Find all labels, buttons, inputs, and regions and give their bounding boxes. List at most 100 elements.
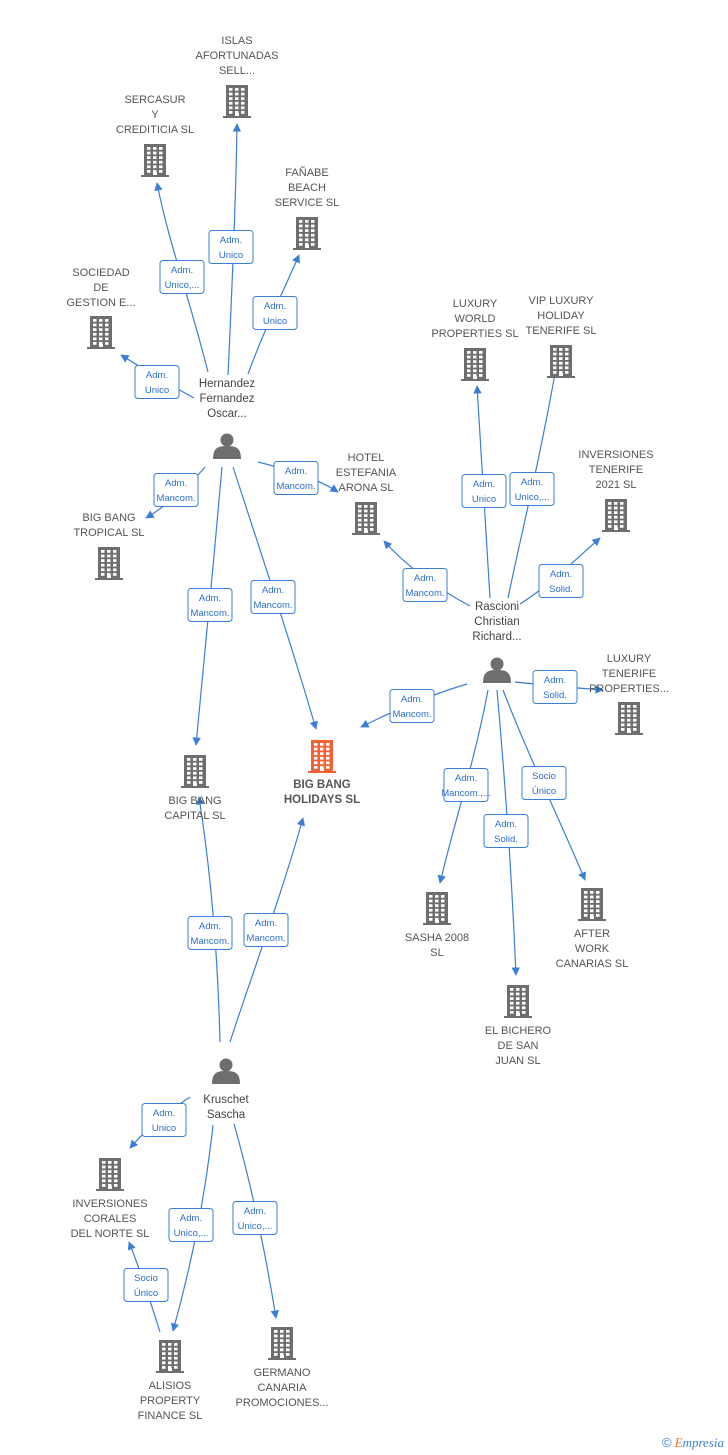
building-icon — [293, 217, 321, 250]
company-label: PROPERTY — [140, 1395, 201, 1407]
company-label: INVERSIONES — [578, 449, 653, 461]
edge-label-text: Unico — [219, 250, 243, 261]
edge-label-hernandez-sociedad[interactable]: Adm.Unico — [134, 365, 180, 399]
footer-brand[interactable]: ©Empresia — [662, 1435, 724, 1451]
edge-label-hernandez-hotel_estefania[interactable]: Adm.Mancom. — [273, 461, 319, 495]
company-label: SERCASUR — [124, 94, 185, 106]
edge-label-box — [389, 689, 435, 723]
edge-label-text: Adm. — [199, 593, 221, 604]
edge-label-text: Solid. — [543, 690, 567, 701]
building-icon — [223, 85, 251, 118]
company-node-luxury_tenerife[interactable]: LUXURYTENERIFEPROPERTIES... — [589, 653, 669, 735]
building-icon — [156, 1340, 184, 1373]
company-node-islas[interactable]: ISLASAFORTUNADASSELL... — [196, 35, 279, 118]
company-label: BIG BANG — [82, 512, 135, 524]
edge-label-text: Adm. — [264, 301, 286, 312]
company-node-germano[interactable]: GERMANOCANARIAPROMOCIONES... — [236, 1327, 329, 1409]
company-label: FAÑABE — [285, 166, 328, 179]
edge-label-text: Adm. — [165, 478, 187, 489]
edge-label-rascioni-vip_luxury[interactable]: Adm.Unico,... — [509, 472, 555, 506]
edge-label-kruschet-inversiones_corales[interactable]: Adm.Unico — [141, 1103, 187, 1137]
edge-label-rascioni-inversiones_tenerife[interactable]: Adm.Solid. — [538, 564, 584, 598]
building-icon — [578, 888, 606, 921]
edge-label-text: Adm. — [199, 921, 221, 932]
edge-label-hernandez-fanabe[interactable]: Adm.Unico — [252, 296, 298, 330]
edge-label-box — [509, 472, 555, 506]
edge-label-rascioni-bichero[interactable]: Adm.Solid. — [483, 814, 529, 848]
person-label: Kruschet — [203, 1094, 249, 1106]
edge-label-rascioni-luxury_world[interactable]: Adm.Unico — [461, 474, 507, 508]
building-icon — [615, 702, 643, 735]
edge-label-text: Mancom. — [276, 481, 315, 492]
company-label: BIG BANG — [168, 795, 221, 807]
edge-label-rascioni-big_bang_holidays[interactable]: Adm.Mancom. — [389, 689, 435, 723]
edge-label-text: Solid. — [549, 584, 573, 595]
company-label: CORALES — [84, 1213, 137, 1225]
edge-label-text: Adm. — [220, 235, 242, 246]
person-label: Sascha — [207, 1109, 246, 1121]
company-label: BIG BANG — [293, 779, 351, 791]
edge-label-text: Mancom. — [156, 493, 195, 504]
company-label: HOTEL — [348, 452, 385, 464]
edge-label-text: Mancom.,... — [441, 788, 491, 799]
company-label: SL — [430, 947, 443, 959]
edge-label-box — [532, 670, 578, 704]
edge-label-text: Mancom. — [190, 936, 229, 947]
edge-label-box — [250, 580, 296, 614]
person-label: Christian — [474, 616, 519, 628]
company-node-big_bang_capital[interactable]: BIG BANG CAPITAL SL — [164, 755, 226, 822]
company-label: CAPITAL SL — [164, 810, 225, 822]
edge-label-kruschet-big_bang_capital[interactable]: Adm. Mancom. — [187, 916, 233, 950]
edge-label-kruschet-germano[interactable]: Adm. Unico,... — [232, 1201, 278, 1235]
company-label: SOCIEDAD — [72, 267, 130, 279]
edge-label-hernandez-big_bang_holidays[interactable]: Adm.Mancom. — [250, 580, 296, 614]
edge-label-kruschet-alisios[interactable]: Adm.Unico,... — [168, 1208, 214, 1242]
edge-label-kruschet-big_bang_holidays[interactable]: Adm.Mancom. — [243, 913, 289, 947]
edge-label-hernandez-big_bang_capital[interactable]: Adm.Mancom. — [187, 588, 233, 622]
company-label: AFORTUNADAS — [196, 50, 279, 62]
edge-label-rascioni-sasha[interactable]: Adm.Mancom.,... — [441, 768, 491, 802]
edge-label-text: Adm. — [495, 819, 517, 830]
edge-label-hernandez-islas[interactable]: Adm. Unico — [208, 230, 254, 264]
company-label: FINANCE SL — [138, 1410, 203, 1422]
edge-label-box — [243, 913, 289, 947]
person-node-rascioni[interactable]: RascioniChristianRichard... — [472, 601, 522, 683]
edge-label-box — [134, 365, 180, 399]
edge-label-hernandez-big_bang_tropical[interactable]: Adm. Mancom. — [153, 473, 199, 507]
brand-initial: E — [674, 1435, 683, 1450]
building-icon — [308, 740, 336, 773]
edge-label-text: Mancom. — [253, 600, 292, 611]
company-label: ARONA SL — [338, 482, 393, 494]
edge-label-text: Adm. — [244, 1206, 266, 1217]
person-icon — [213, 433, 241, 459]
edge-label-rascioni-hotel_estefania[interactable]: Adm.Mancom. — [402, 568, 448, 602]
edge-label-rascioni-luxury_tenerife[interactable]: Adm.Solid. — [532, 670, 578, 704]
building-icon — [504, 985, 532, 1018]
edge-label-hernandez-sercasur[interactable]: Adm.Unico,... — [159, 260, 205, 294]
edge-label-box — [252, 296, 298, 330]
company-label: INVERSIONES — [72, 1198, 147, 1210]
edge-label-text: Socio — [532, 771, 556, 782]
company-label: SASHA 2008 — [405, 932, 469, 944]
edge-label-text: Unico,... — [238, 1221, 273, 1232]
person-node-hernandez[interactable]: HernandezFernandezOscar... — [199, 378, 256, 459]
edge-label-box — [461, 474, 507, 508]
